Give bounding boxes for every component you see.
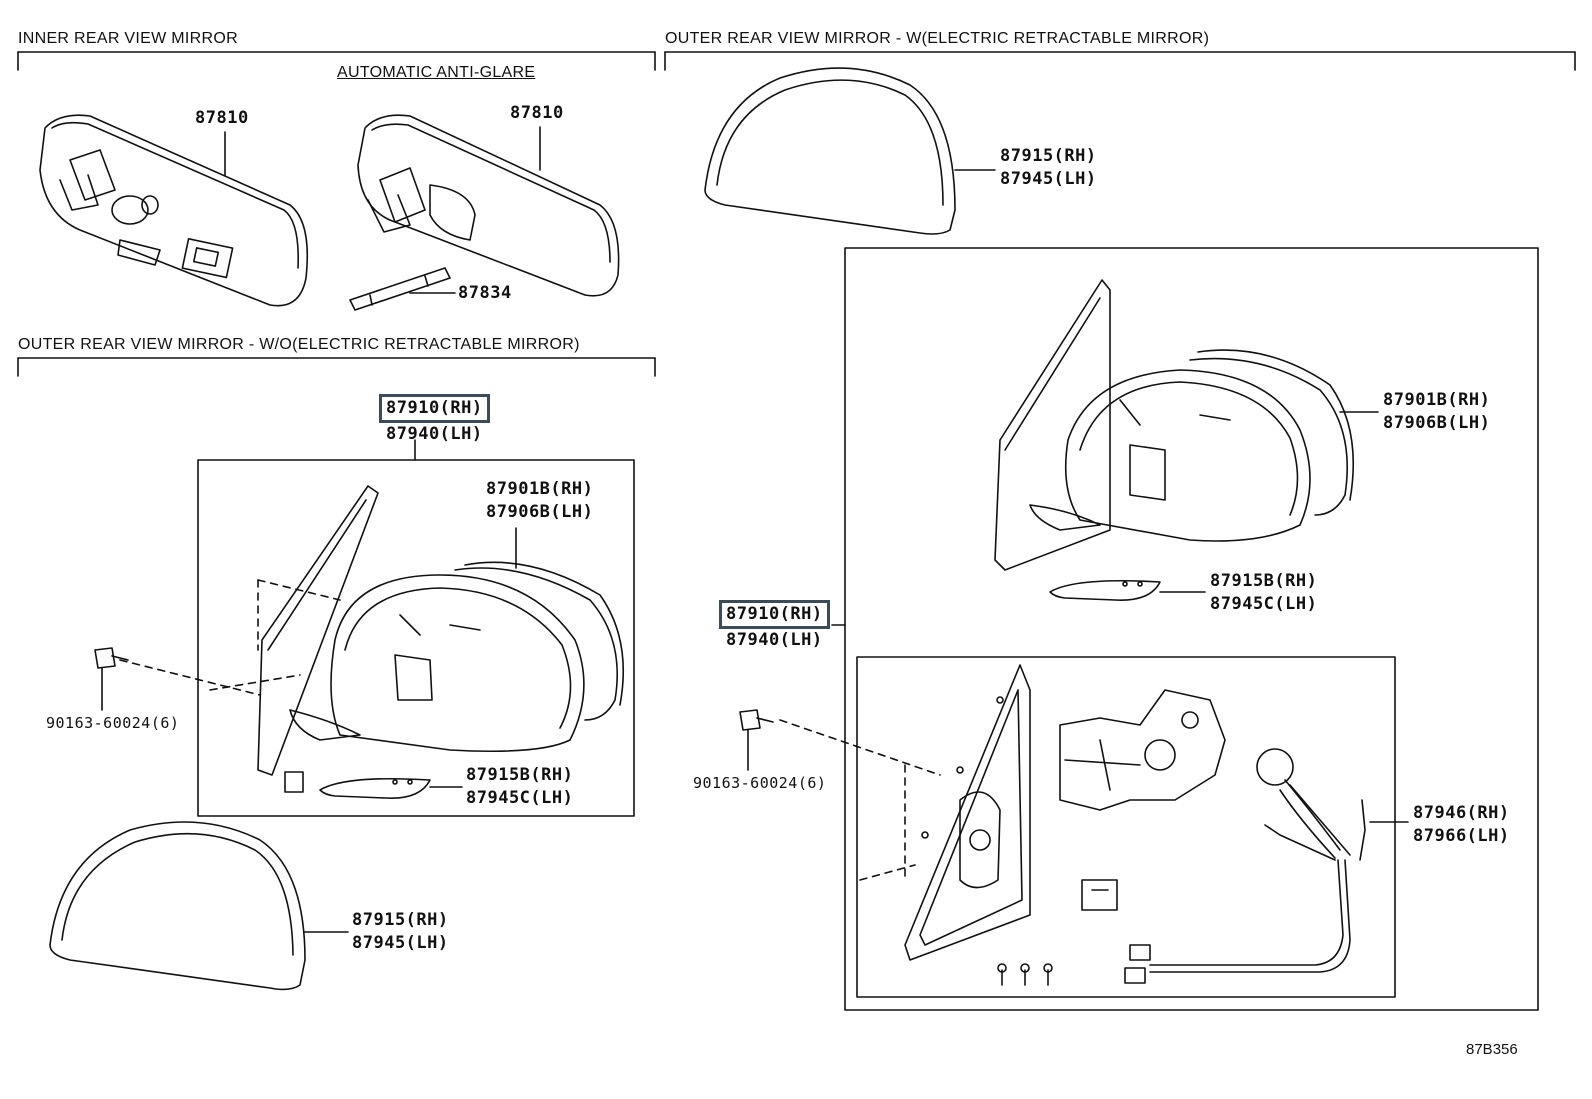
label-w-glass: 87901B(RH)87906B(LH): [1383, 390, 1491, 433]
w-screw: [739, 709, 774, 731]
wo-lamp: [319, 777, 431, 799]
label-w-motor: 87946(RH)87966(LH): [1413, 803, 1510, 846]
section-bracket-outer-wo: [17, 357, 656, 377]
w-wire-harness: [1124, 748, 1366, 984]
w-dashed-lines: [779, 719, 941, 881]
w-screws: [997, 963, 1053, 986]
label-w-screw: 90163-60024(6): [693, 774, 827, 792]
label-inner-mirror-1: 87810: [195, 108, 249, 128]
label-wo-glass: 87901B(RH)87906B(LH): [486, 479, 594, 522]
wo-mirror-housing: [257, 485, 625, 776]
label-w-cover: 87915(RH)87945(LH): [1000, 146, 1097, 189]
label-wo-cover: 87915(RH)87945(LH): [352, 910, 449, 953]
w-lamp: [1049, 579, 1161, 601]
w-frame: [904, 664, 1031, 961]
wo-connector: [284, 771, 304, 793]
w-connector-small: [1081, 879, 1118, 911]
w-mirror-housing: [994, 279, 1355, 571]
section-title-outer-w: OUTER REAR VIEW MIRROR - W(ELECTRIC RETR…: [665, 30, 1210, 47]
label-wo-assembly: 87910(RH) 87940(LH): [379, 394, 490, 446]
section-bracket-inner: [17, 51, 656, 71]
label-w-assembly: 87910(RH) 87940(LH): [719, 600, 830, 652]
inner-mirror-1: [39, 114, 309, 307]
inner-mirror-2: [357, 114, 620, 297]
section-title-outer-wo: OUTER REAR VIEW MIRROR - W/O(ELECTRIC RE…: [18, 336, 580, 353]
wo-dashed-lines: [119, 579, 341, 696]
inner-clip-87834: [349, 267, 451, 311]
highlight-wo-assembly-rh: 87910(RH): [379, 394, 490, 423]
wo-cover: [49, 821, 306, 991]
label-wo-screw: 90163-60024(6): [46, 714, 180, 732]
diagram-reference-number: 87B356: [1466, 1041, 1518, 1058]
section-bracket-outer-w: [664, 51, 1576, 71]
section-title-inner: INNER REAR VIEW MIRROR: [18, 30, 238, 47]
label-inner-mirror-2: 87810: [510, 103, 564, 123]
wo-screw: [94, 647, 129, 669]
subheading-anti-glare: AUTOMATIC ANTI-GLARE: [337, 64, 536, 81]
label-w-lamp: 87915B(RH)87945C(LH): [1210, 571, 1318, 614]
highlight-w-assembly-rh: 87910(RH): [719, 600, 830, 629]
label-wo-lamp: 87915B(RH)87945C(LH): [466, 765, 574, 808]
w-assembly-box: [844, 247, 1539, 1011]
label-inner-clip: 87834: [458, 283, 512, 303]
w-cover: [704, 67, 956, 235]
w-motor: [1059, 689, 1226, 811]
wo-assembly-box: [197, 459, 635, 817]
w-frame-box: [856, 656, 1396, 998]
